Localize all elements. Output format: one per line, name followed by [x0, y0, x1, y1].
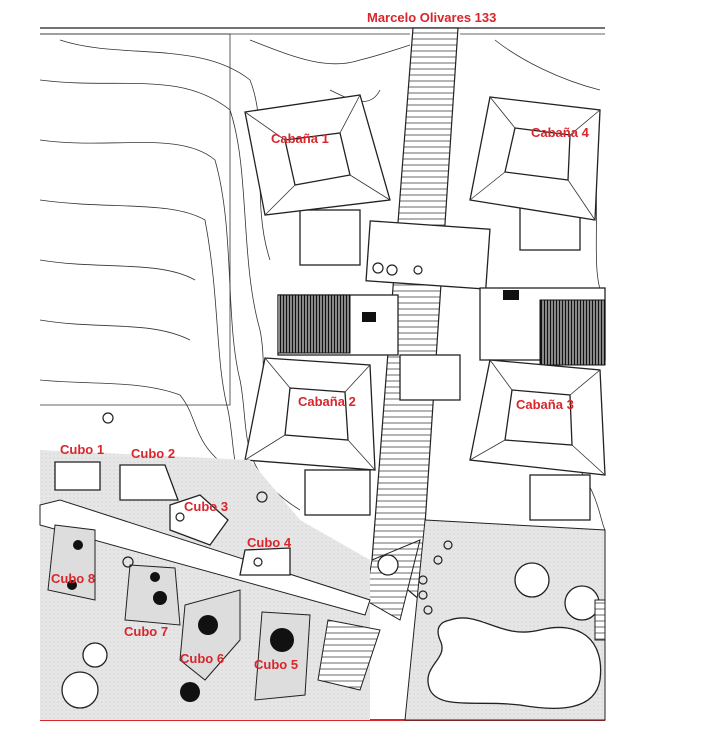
street-address-label: Marcelo Olivares 133	[367, 10, 496, 25]
cube-7-block	[124, 564, 181, 626]
cabin-1-building	[244, 94, 391, 266]
paved-area	[39, 412, 381, 720]
cube-2-block	[119, 464, 179, 501]
cube-3-block	[169, 494, 229, 546]
cube-1-label: Cubo 1	[60, 442, 104, 457]
cube-4-block	[239, 547, 291, 576]
cabin-3-building	[469, 359, 606, 521]
cube-3-label: Cubo 3	[184, 499, 228, 514]
cabin-1-label: Cabaña 1	[271, 131, 329, 146]
swimming-pool	[427, 617, 602, 709]
cabin-2-building	[244, 357, 376, 516]
cube-8-block	[47, 524, 96, 601]
cube-2-label: Cubo 2	[131, 446, 175, 461]
cabin-4-building	[469, 96, 601, 251]
hatched-terraces	[277, 287, 606, 366]
cabin-3-label: Cabaña 3	[516, 397, 574, 412]
cube-1-block	[54, 461, 101, 491]
cube-5-block	[254, 611, 311, 701]
pool-area	[377, 519, 606, 721]
cube-6-label: Cubo 6	[180, 651, 224, 666]
cube-8-label: Cubo 8	[51, 571, 95, 586]
cube-7-label: Cubo 7	[124, 624, 168, 639]
cabin-2-label: Cabaña 2	[298, 394, 356, 409]
cabin-4-label: Cabaña 4	[531, 125, 590, 140]
cube-5-label: Cubo 5	[254, 657, 298, 672]
cube-6-block	[179, 589, 241, 681]
cube-4-label: Cubo 4	[247, 535, 292, 550]
central-walkway	[364, 27, 491, 621]
